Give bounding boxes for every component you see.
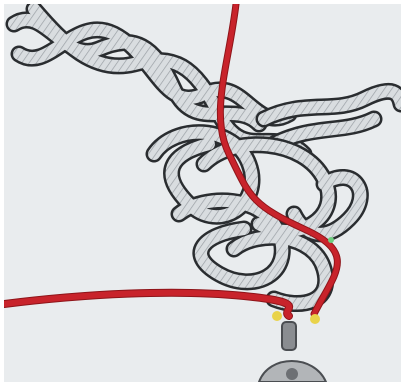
green-marker [328, 237, 334, 243]
pin-marker [272, 311, 282, 321]
pin-marker [310, 314, 320, 324]
knot-photo [4, 4, 401, 382]
celtic-knot-illustration [4, 4, 401, 382]
